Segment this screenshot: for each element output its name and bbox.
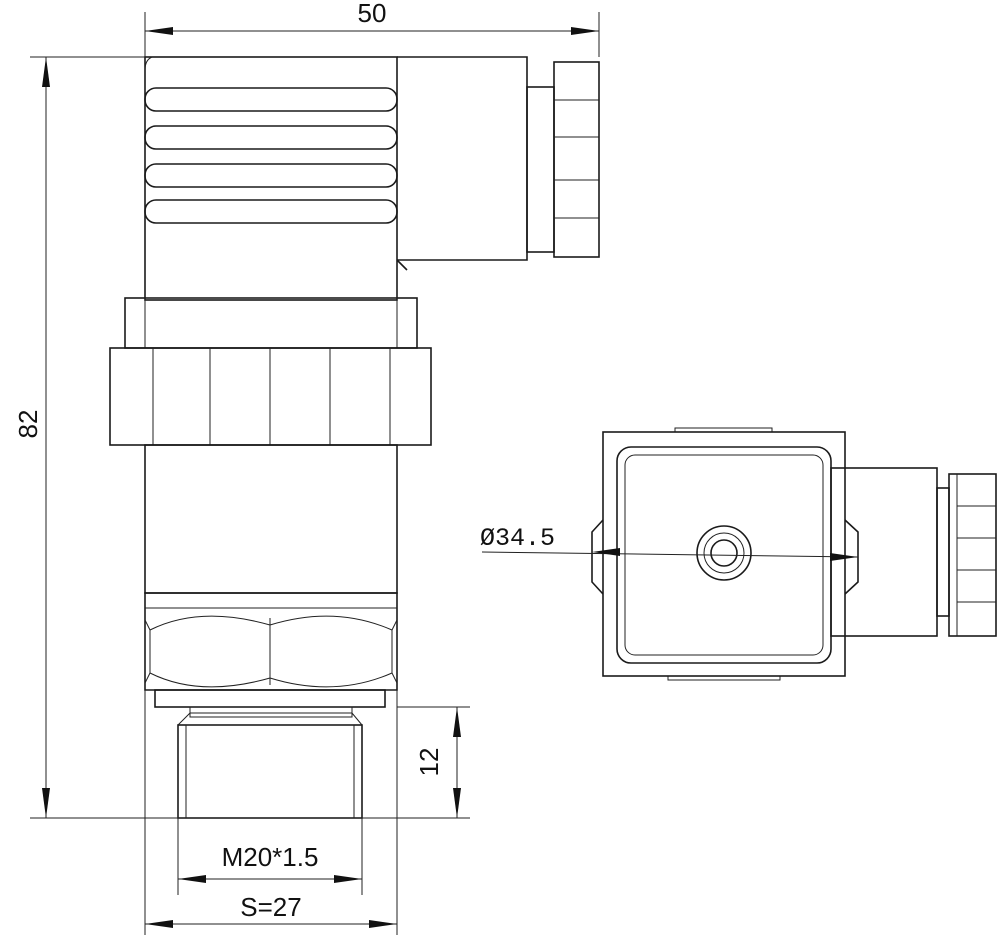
sensor-body [144,444,398,594]
dim-height-arrow-top [42,57,50,87]
front-cable-gland-nut [948,473,997,637]
dim-thread-label: M20*1.5 [222,842,319,872]
dim-height-arrow-bottom [42,788,50,818]
dim-wrench-label: S=27 [240,892,301,922]
center-screw-outer [696,525,752,581]
cable-gland-neck [526,86,555,253]
relief-groove [154,689,386,708]
cable-outlet-body [397,56,528,261]
side-lug-left [591,519,604,595]
dim-diameter-line [481,551,859,558]
front-cable-outlet [830,467,938,637]
connector-housing [144,56,398,301]
center-screw-inner [710,539,738,567]
thread-section [177,724,363,819]
dim-diameter-label: Ø34.5 [480,524,555,553]
dim-width-arrow-left [145,27,173,35]
collar [124,297,418,349]
grip-ribs [144,87,398,224]
cable-gland-nut [553,61,600,258]
dimension-lines [30,12,600,935]
side-view [109,56,600,819]
dim-height-label: 82 [13,410,43,439]
front-view [481,427,997,681]
dim-thread-length-label: 12 [414,748,444,777]
dim-width-arrow-right [571,27,599,35]
dim-width-label: 50 [358,0,387,28]
